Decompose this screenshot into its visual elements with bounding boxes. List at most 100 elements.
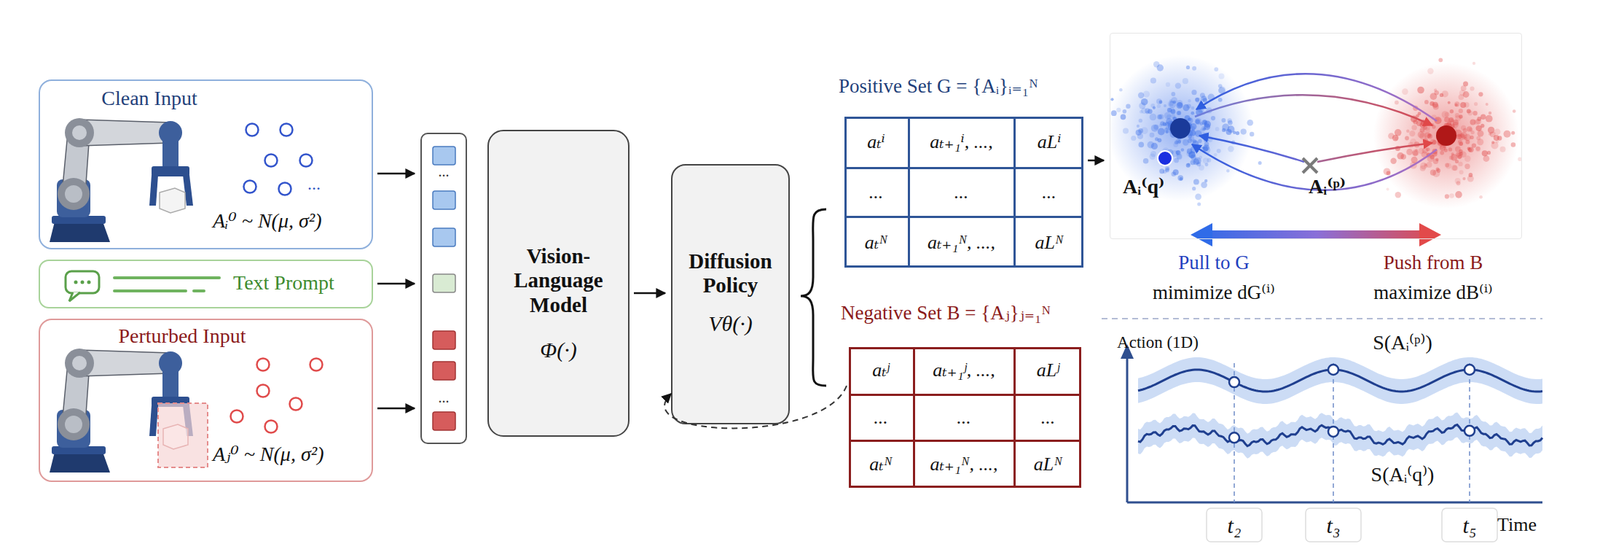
trajectory-bands: [1138, 357, 1543, 459]
cloud-dot: [1458, 108, 1464, 113]
cloud-dot: [1249, 131, 1254, 137]
cloud-dot: [1464, 163, 1470, 170]
cloud-dot: [1454, 101, 1460, 107]
cloud-dot: [1119, 88, 1123, 92]
cloud-dot: [1426, 161, 1433, 168]
cloud-dot: [1159, 100, 1163, 105]
cloud-dot: [1151, 124, 1159, 132]
cloud-dot: [1420, 165, 1426, 172]
trajectory-line: [1138, 424, 1543, 446]
cloud-dot: [1165, 130, 1169, 134]
table-cell: aₜʲ: [872, 359, 890, 382]
cloud-dot: [1459, 89, 1466, 96]
table-cell: aₜᴺ: [869, 453, 892, 476]
graphic-part: [265, 154, 278, 167]
table-cell: aₜ₊₁ʲ, ...,: [932, 359, 995, 382]
cloud-dot: [1157, 104, 1161, 108]
connector: [1087, 159, 1104, 162]
graphic-part: [1206, 507, 1262, 542]
table-cell: aLⁱ: [1037, 131, 1062, 153]
cloud-dot: [1444, 148, 1448, 153]
cloud-dot: [1151, 142, 1158, 150]
cloud-dot: [1503, 130, 1512, 138]
cloud-dot: [1167, 107, 1172, 113]
cloud-dot: [1434, 90, 1439, 95]
graphic-part: [246, 123, 259, 137]
cloud-dot: [1176, 153, 1182, 159]
series-label: S(Aᵢ⁽ᵖ⁾): [1372, 331, 1432, 355]
table-cell: ...: [869, 181, 884, 203]
cloud-dot: [1135, 129, 1142, 136]
process-box: Diffusion PolicyVθ(·): [671, 163, 790, 425]
cloud-dot: [1455, 190, 1463, 199]
cloud-dot: [1227, 125, 1235, 133]
input-panel: Clean Input...Aᵢ⁰ ~ N(μ, σ²): [38, 79, 374, 250]
table-rule: [1013, 348, 1016, 486]
cloud-dot: [1422, 147, 1429, 154]
push-label: Push from B: [1383, 252, 1484, 274]
cloud-dot: [1150, 103, 1155, 108]
cloud-dot: [1182, 77, 1189, 84]
cloud-dot: [1163, 104, 1167, 108]
cloud-dot: [1427, 67, 1434, 74]
cloud-dot: [1153, 124, 1159, 130]
cloud-dot: [1424, 99, 1429, 105]
cloud-dot: [1457, 139, 1462, 143]
cloud-dot: [1139, 110, 1144, 114]
graphic-part: [1194, 94, 1433, 126]
cloud-dot: [1110, 97, 1114, 101]
cloud-dot: [1136, 124, 1140, 128]
cloud-dot: [1465, 139, 1470, 145]
graphic-part: [1441, 507, 1498, 542]
cloud-dot: [1488, 111, 1492, 115]
cloud-dot: [1459, 169, 1464, 175]
cloud-dot: [1455, 177, 1461, 184]
cloud-dot: [1477, 130, 1485, 137]
cube: [159, 187, 186, 213]
table-rule: [846, 166, 1082, 170]
table-cell: ...: [954, 181, 970, 203]
cloud-dot: [1392, 134, 1399, 142]
cloud-dot: [1451, 164, 1458, 171]
cloud-dot: [1455, 115, 1461, 121]
cloud-dot: [1153, 61, 1160, 68]
cloud-dot: [1149, 113, 1158, 121]
graphic-part: [265, 420, 278, 433]
confidence-band: [1138, 357, 1543, 404]
cloud-dot: [1170, 91, 1176, 97]
cloud-dot: [1159, 120, 1165, 126]
graphic-part: [230, 410, 244, 423]
cloud-dot: [1163, 123, 1167, 127]
cloud-dot: [1140, 98, 1149, 106]
graphic-part: [432, 361, 456, 380]
cloud-dot: [1235, 131, 1240, 135]
table-cell: ...: [1041, 181, 1057, 203]
cloud-dot: [1404, 136, 1410, 141]
cloud-dot: [1143, 90, 1150, 97]
cross-mark: [1302, 158, 1318, 173]
cloud-dot: [1460, 151, 1467, 159]
cloud-dot: [1478, 91, 1483, 97]
cloud-dot: [1206, 158, 1211, 163]
cloud-dot: [1401, 88, 1409, 95]
ellipsis: ...: [421, 163, 466, 180]
cloud-dot: [1448, 147, 1453, 151]
cloud-dot: [1130, 135, 1136, 141]
table-cell: aₜ₊₁ᴺ, ...,: [930, 453, 999, 476]
formula: Aᵢ⁰ ~ N(μ, σ²): [212, 209, 323, 233]
cloud-dot: [1190, 159, 1196, 165]
cloud-dot: [1455, 159, 1459, 164]
cloud-dot: [1187, 138, 1193, 144]
cloud-dot: [1497, 135, 1502, 140]
cloud-dot: [1240, 128, 1247, 135]
cloud-dot: [1467, 175, 1474, 183]
cloud-dot: [1435, 158, 1439, 162]
point-label: Aᵢ⁽q⁾: [1122, 174, 1165, 199]
prompt-panel: Text Prompt: [38, 259, 374, 309]
graphic-part: [69, 292, 81, 301]
cloud-dot: [1472, 110, 1477, 116]
cloud-dot: [1452, 165, 1458, 171]
cloud-dot: [1476, 146, 1481, 151]
graphic-part: [87, 280, 92, 285]
cloud-dot: [1218, 73, 1225, 80]
